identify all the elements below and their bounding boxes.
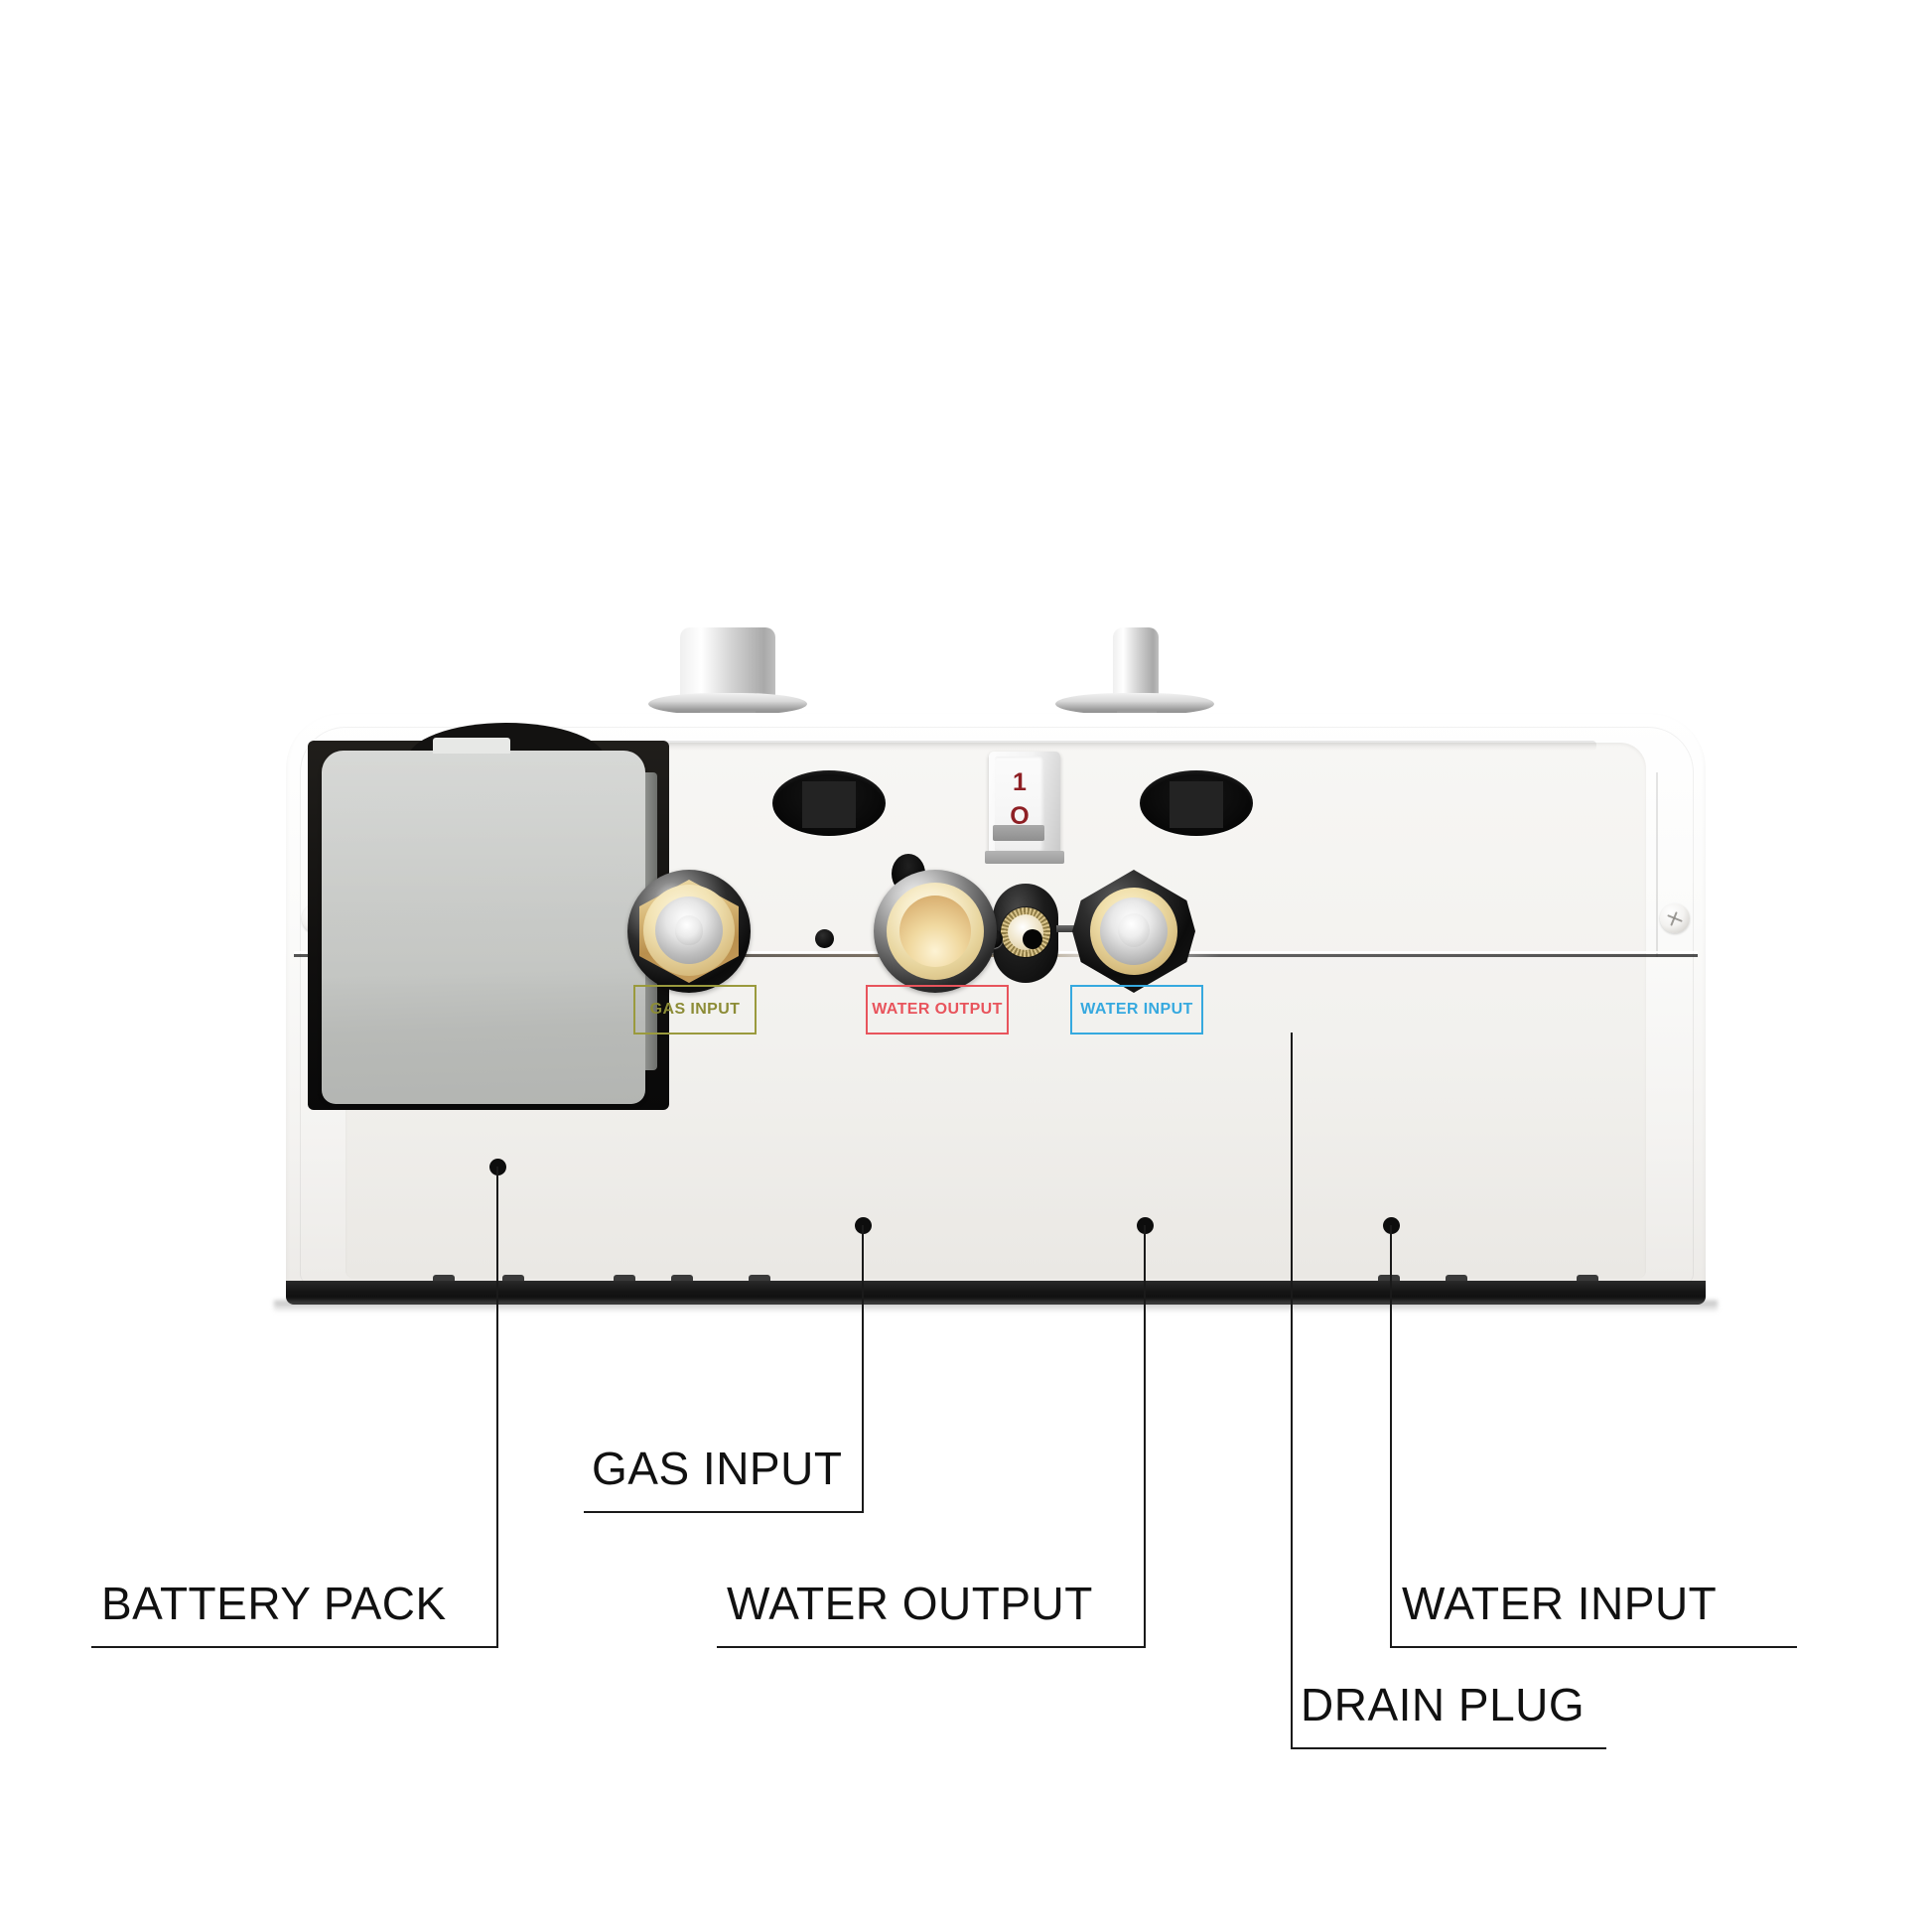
battery-pack-highlight xyxy=(322,751,645,994)
water-heater-unit: 1 O xyxy=(274,627,1718,1312)
exhaust-fitting-left-neck xyxy=(680,627,775,701)
drain-plug-knurled-ring[interactable] xyxy=(1001,907,1050,957)
drain-plug[interactable] xyxy=(951,884,1100,983)
unit-drop-shadow xyxy=(274,1301,1718,1312)
face-top-shadow xyxy=(405,741,1596,751)
drain-plug-leader-vertical xyxy=(1291,1033,1293,1747)
water-output-leader-vertical xyxy=(1144,1225,1146,1648)
power-switch[interactable]: 1 O xyxy=(985,752,1064,864)
power-switch-off-mark: O xyxy=(1010,802,1030,830)
power-switch-on-mark: 1 xyxy=(1013,768,1027,796)
water-output-badge: WATER OUTPUT xyxy=(866,985,1009,1035)
gas-input-leader-vertical xyxy=(862,1225,864,1513)
callout-drain-plug: DRAIN PLUG xyxy=(1301,1679,1586,1730)
exhaust-fitting-right xyxy=(1055,616,1214,723)
gas-input-badge-text: GAS INPUT xyxy=(649,1001,741,1018)
gas-input-center-nub xyxy=(675,915,703,945)
callout-water-output: WATER OUTPUT xyxy=(727,1578,1093,1629)
gas-input-port[interactable] xyxy=(627,870,751,993)
exhaust-fitting-right-neck xyxy=(1113,627,1159,701)
drain-plug-inner-ring xyxy=(1008,914,1043,950)
callout-gas-input: GAS INPUT xyxy=(592,1443,843,1494)
exhaust-fitting-left xyxy=(648,616,807,723)
power-switch-press-face[interactable] xyxy=(993,825,1044,841)
power-switch-base xyxy=(985,851,1064,864)
water-input-leader-underline xyxy=(1390,1646,1797,1648)
battery-pack-leader-underline xyxy=(91,1646,498,1648)
water-input-leader-vertical xyxy=(1390,1225,1392,1648)
unit-shell-rim xyxy=(300,727,1694,1284)
left-oval-vent-inner xyxy=(801,780,857,829)
left-oval-vent xyxy=(772,770,886,836)
right-panel-seam xyxy=(1656,772,1658,957)
drain-plug-leader-underline xyxy=(1291,1747,1606,1749)
battery-pack-leader-vertical xyxy=(496,1167,498,1648)
water-output-badge-text: WATER OUTPUT xyxy=(872,1001,1003,1018)
callout-battery-pack: BATTERY PACK xyxy=(101,1578,447,1629)
water-input-center-nub xyxy=(1118,913,1150,947)
right-panel-screw xyxy=(1660,903,1690,933)
right-oval-vent-inner xyxy=(1169,780,1224,829)
water-input-badge: WATER INPUT xyxy=(1070,985,1203,1035)
drain-plug-hole xyxy=(1023,929,1042,949)
battery-pack-tab[interactable] xyxy=(433,738,510,754)
exhaust-fitting-right-flange xyxy=(1055,693,1214,715)
exhaust-fitting-left-flange xyxy=(648,693,807,715)
gas-input-leader-underline xyxy=(584,1511,864,1513)
gas-input-badge: GAS INPUT xyxy=(633,985,757,1035)
water-output-port[interactable] xyxy=(874,870,997,993)
small-hole-left xyxy=(815,929,834,948)
battery-pack[interactable] xyxy=(322,738,657,1104)
water-output-leader-underline xyxy=(717,1646,1146,1648)
water-input-badge-text: WATER INPUT xyxy=(1080,1001,1193,1018)
water-output-bowl xyxy=(899,896,971,967)
callout-water-input: WATER INPUT xyxy=(1402,1578,1718,1629)
right-oval-vent xyxy=(1140,770,1253,836)
